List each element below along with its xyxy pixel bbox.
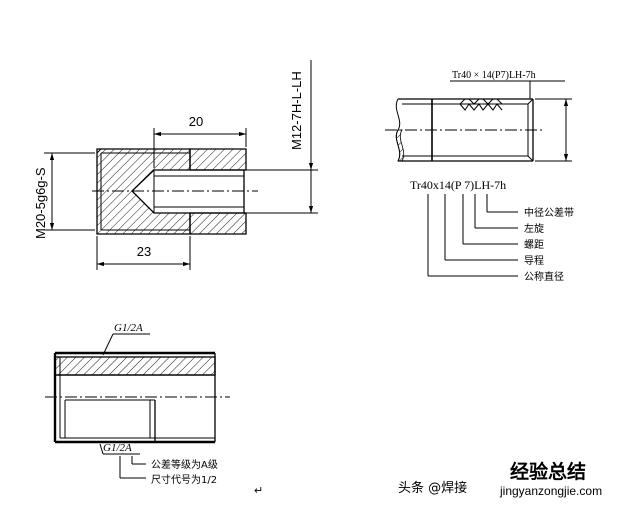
fig2-legend-nominal: 公称直径 — [524, 270, 564, 283]
fig2-shaft-drawing — [385, 80, 572, 162]
watermark-url: jingyanzongjie.com — [499, 484, 602, 498]
fig1-dim-23 — [96, 236, 191, 270]
fig1-right-block — [189, 148, 247, 235]
fig3-top-label: G1/2A — [114, 322, 143, 334]
fig3-bottom-label: G1/2A — [103, 442, 132, 454]
fig2-legend-left-hand: 左旋 — [524, 222, 544, 235]
fig2-legend-lead: 导程 — [524, 255, 544, 267]
fig2-legend-pitch: 螺距 — [524, 239, 544, 251]
fig2-top-label: Tr40 × 14(P7)LH-7h — [452, 70, 536, 81]
fig2-legend-pitch-tol: 中径公差带 — [524, 206, 574, 219]
fig1-dim-20 — [153, 128, 247, 168]
fig3-legend-tolerance: 公差等级为A级 — [151, 458, 218, 471]
fig1-label-m12: M12-7H-L-LH — [289, 71, 304, 150]
fig2-leaders — [427, 194, 518, 277]
fig3-pipe-drawing — [45, 333, 230, 444]
fig1-section-drawing — [92, 148, 258, 235]
fig2-designation: Tr40x14(P 7)LH-7h — [410, 178, 506, 192]
fig3-return-mark: ↵ — [254, 485, 263, 497]
fig1-dim-20-label: 20 — [189, 114, 203, 129]
footer-source: 头条 @焊接 — [398, 480, 467, 496]
fig1-dim-left — [44, 152, 95, 231]
fig1-dim-23-label: 23 — [137, 244, 151, 259]
fig3-legend-size-code: 尺寸代号为1/2 — [151, 473, 217, 486]
watermark-title: 经验总结 — [510, 460, 586, 483]
fig3-leaders — [99, 443, 146, 479]
fig1-dim-right — [246, 60, 318, 214]
fig1-label-m20: M20-5g6g-S — [33, 167, 48, 239]
